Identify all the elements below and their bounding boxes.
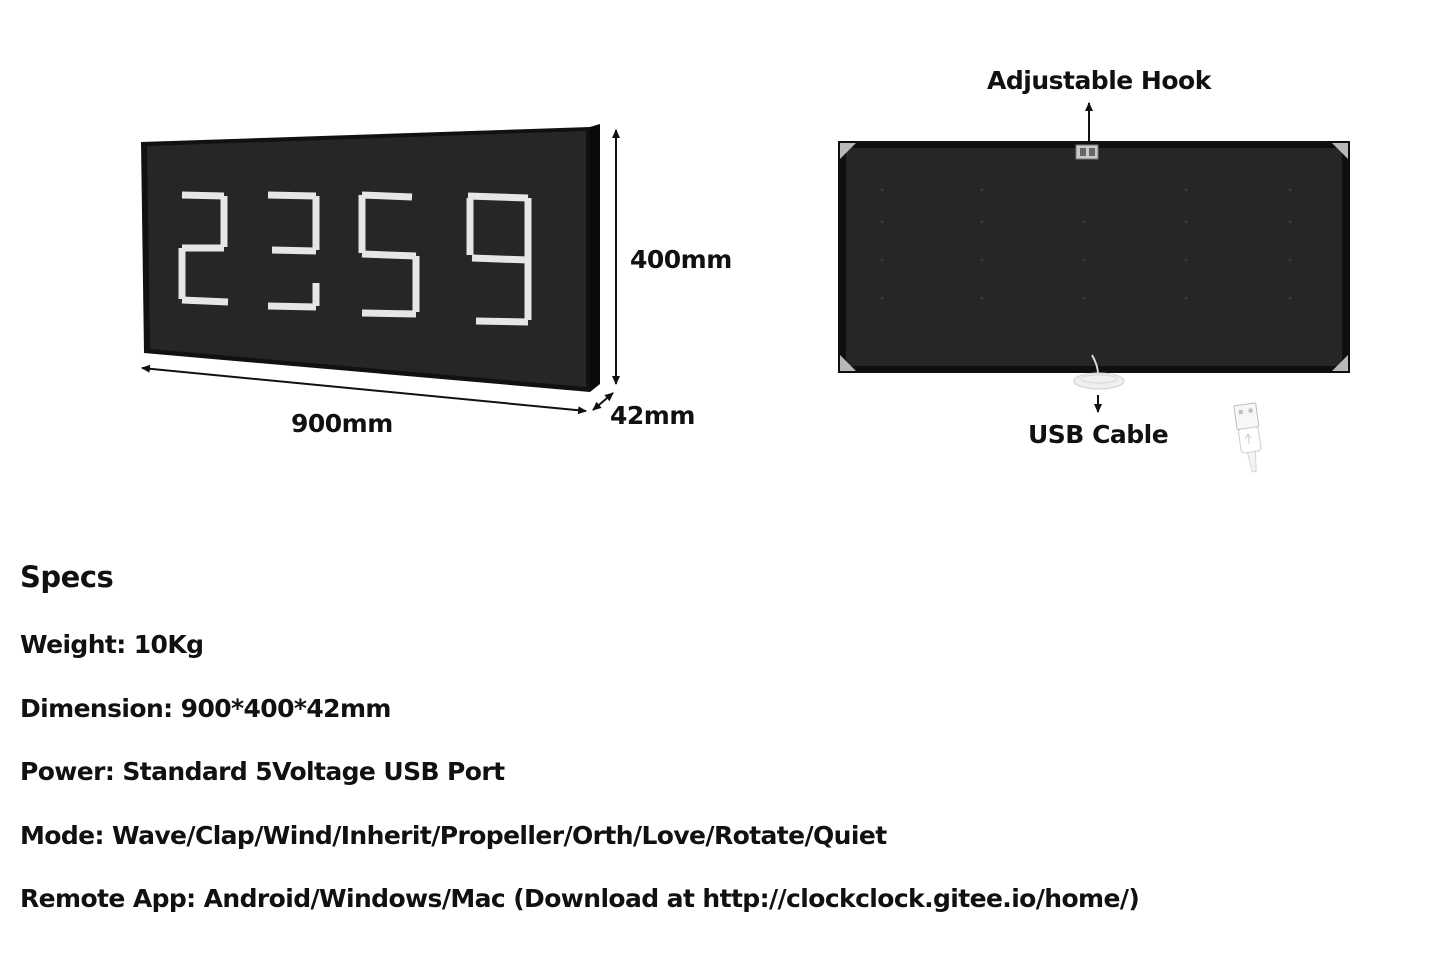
usb-cable-coil (1073, 354, 1125, 390)
back-clock-panel (846, 148, 1342, 366)
product-figure (141, 102, 1350, 473)
width-label: 900mm (291, 409, 393, 438)
height-label: 400mm (630, 245, 732, 274)
width-arrow (141, 364, 587, 415)
usb-plug-icon (1233, 402, 1262, 473)
clock-digit-9 (466, 192, 532, 326)
specs-title: Specs (20, 560, 114, 594)
clock-digit-2 (178, 191, 229, 306)
depth-arrow (592, 392, 614, 411)
clock-digit-3 (267, 191, 320, 311)
corner-brackets (840, 143, 1348, 371)
hook-label: Adjustable Hook (987, 66, 1211, 95)
spec-remote-app: Remote App: Android/Windows/Mac (Downloa… (20, 884, 1140, 913)
spec-weight: Weight: 10Kg (20, 630, 204, 659)
specs-section: Specs Weight: 10Kg Dimension: 900*400*42… (20, 555, 1420, 945)
screw-holes (880, 188, 1292, 300)
clock-digit-5 (358, 191, 420, 318)
spec-mode: Mode: Wave/Clap/Wind/Inherit/Propeller/O… (20, 820, 887, 850)
depth-label: 42mm (610, 401, 695, 430)
front-clock-side (590, 124, 600, 392)
front-clock-view (141, 124, 620, 415)
spec-power: Power: Standard 5Voltage USB Port (20, 757, 505, 786)
hook-icon (1075, 144, 1099, 160)
usb-cable-label: USB Cable (1028, 420, 1169, 449)
back-clock-view (838, 102, 1350, 473)
spec-dimension: Dimension: 900*400*42mm (20, 693, 391, 723)
